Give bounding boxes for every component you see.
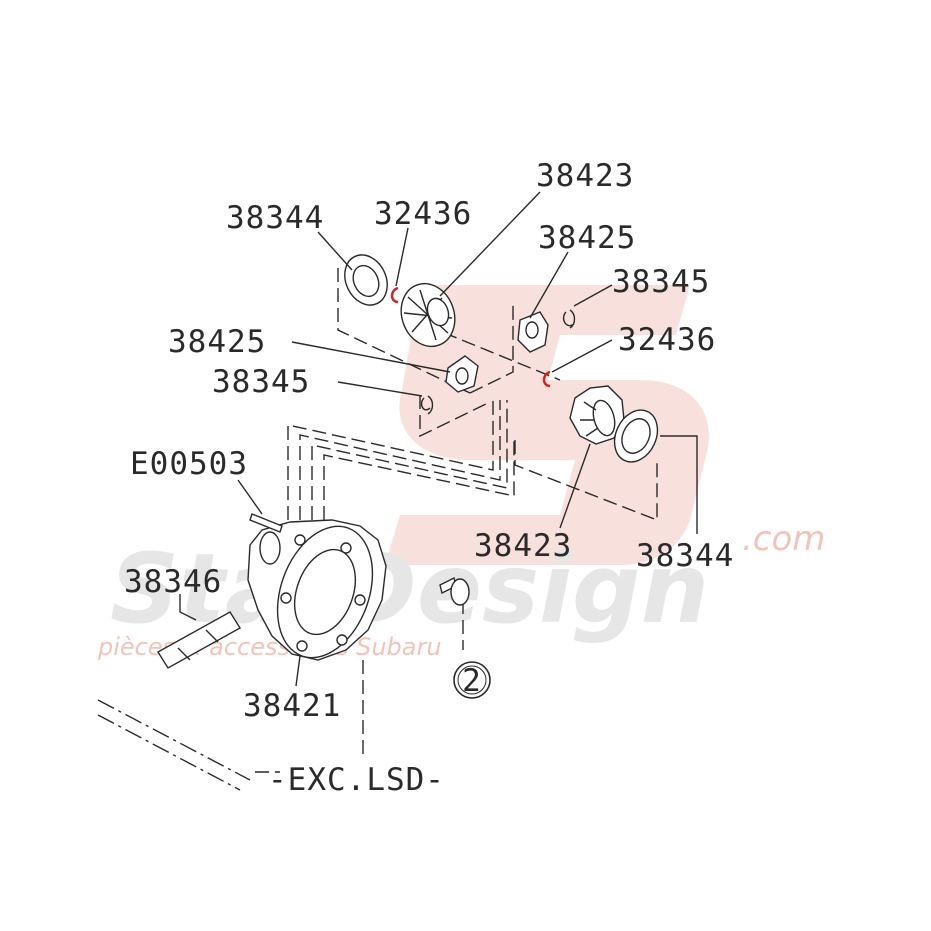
label-38423-top: 38423 bbox=[536, 158, 634, 194]
label-38423-bottom: 38423 bbox=[474, 528, 572, 564]
side-gear-bottom bbox=[569, 385, 625, 445]
side-gear-top bbox=[400, 282, 456, 348]
pinion-shaft bbox=[157, 611, 241, 669]
watermark-tagline: pièces & accessoires Subaru bbox=[97, 633, 442, 661]
label-38346: 38346 bbox=[124, 564, 222, 600]
differential-case bbox=[247, 519, 387, 661]
label-32436-right: 32436 bbox=[618, 322, 716, 358]
callout-number: 2 bbox=[462, 663, 482, 699]
label-38425-right: 38425 bbox=[538, 220, 636, 256]
pinion-washer-right bbox=[562, 309, 576, 329]
snap-ring-left-icon bbox=[390, 286, 399, 304]
watermark-logo-icon bbox=[385, 285, 709, 565]
assembly-frames bbox=[97, 268, 658, 791]
callout-circle-icon bbox=[453, 661, 491, 699]
label-E00503: E00503 bbox=[130, 446, 248, 482]
callout-reference: 2 bbox=[453, 661, 491, 699]
label-38345-right: 38345 bbox=[612, 264, 710, 300]
watermark: StarDesign .com pièces & accessoires Sub… bbox=[97, 285, 825, 661]
part-labels: 38423 38344 32436 38425 38345 38425 3243… bbox=[124, 158, 734, 798]
label-38425-left: 38425 bbox=[168, 324, 266, 360]
thrust-washer-left bbox=[344, 254, 388, 306]
label-38345-left: 38345 bbox=[212, 364, 310, 400]
snap-ring-right-icon bbox=[542, 370, 551, 388]
label-38344-left: 38344 bbox=[226, 200, 324, 236]
label-32436-left: 32436 bbox=[374, 196, 472, 232]
pinion-gear-right bbox=[517, 311, 549, 353]
thrust-washer-right bbox=[613, 409, 659, 463]
pinion-gear-left bbox=[445, 355, 479, 393]
label-38344-right: 38344 bbox=[636, 538, 734, 574]
label-38421: 38421 bbox=[243, 688, 341, 724]
parts bbox=[157, 254, 659, 669]
lock-pin bbox=[249, 513, 283, 533]
leader-lines bbox=[179, 191, 698, 687]
watermark-tld: .com bbox=[742, 519, 825, 559]
ring-gear-bolt bbox=[439, 576, 470, 606]
pinion-washer-left bbox=[420, 395, 434, 415]
label-variant-note: -EXC.LSD- bbox=[268, 762, 445, 798]
